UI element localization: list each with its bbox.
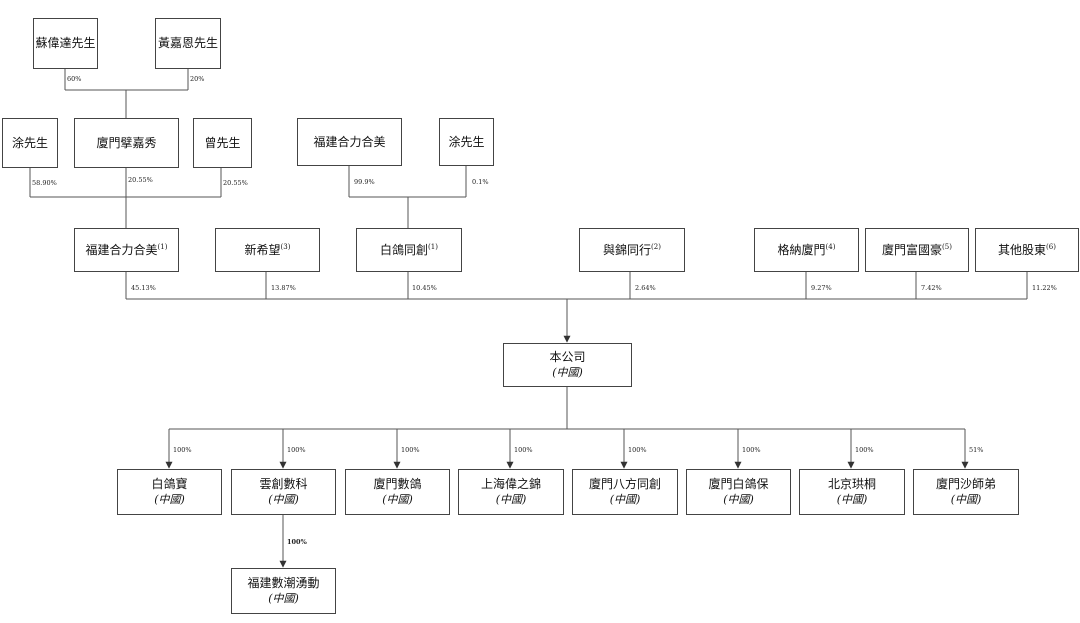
pct-fujian-to-baige: 99.9%: [354, 178, 375, 186]
subsidiary-beijing-gongtong-region: (中國): [836, 493, 868, 506]
person-zeng: 曾先生: [193, 118, 252, 168]
pct-hlhm-to-company: 45.13%: [131, 284, 156, 292]
entity-fujian-hlhm-top-label: 福建合力合美: [313, 134, 386, 149]
pct-company-to-s8: 51%: [969, 446, 984, 454]
subsidiary-baigebao: 白鴿寶 (中國): [117, 469, 222, 515]
company-name: 本公司: [549, 350, 586, 364]
subsidiary-beijing-gongtong-label: 北京珙桐: [827, 477, 876, 491]
subsidiary-yunchuang-label: 雲創數科: [259, 477, 308, 491]
subsidiary-xiamen-bafang-label: 廈門八方同創: [588, 477, 661, 491]
shareholder-other-label: 其他股東: [998, 242, 1047, 257]
subsidiary-xiamen-shuge-region: (中國): [382, 493, 413, 506]
shareholder-fujian-hlhm-label: 福建合力合美: [85, 242, 158, 257]
person-zeng-label: 曾先生: [204, 135, 241, 150]
shareholder-gena-xiamen-label: 格納廈門: [777, 242, 826, 257]
pct-company-to-s6: 100%: [742, 446, 761, 454]
shareholder-baige-tongchuang-label: 白鴿同創: [380, 242, 429, 257]
shareholder-yujin-tongxing: 與錦同行(2): [579, 228, 685, 272]
subsidiary-shanghai-weizhijin-label: 上海偉之錦: [480, 477, 541, 491]
subsidiary-yunchuang-region: (中國): [268, 493, 299, 506]
person-tu-2-label: 涂先生: [448, 134, 485, 149]
note-1b: (1): [428, 242, 438, 251]
note-2: (2): [651, 242, 661, 251]
subsidiary-xiamen-shashidi-region: (中國): [950, 493, 982, 506]
shareholder-xinxiwang: 新希望(3): [215, 228, 320, 272]
pct-fuguohao-to-company: 7.42%: [921, 284, 942, 292]
subsidiary-shanghai-weizhijin: 上海偉之錦 (中國): [458, 469, 564, 515]
subsidiary-baigebao-label: 白鴿寶: [151, 477, 188, 491]
shareholder-baige-tongchuang: 白鴿同創(1): [356, 228, 462, 272]
shareholder-fujian-hlhm: 福建合力合美(1): [74, 228, 179, 272]
shareholder-yujin-tongxing-label: 與錦同行: [603, 242, 652, 257]
shareholder-xiamen-fuguohao: 廈門富國豪(5): [865, 228, 969, 272]
pct-gena-to-company: 9.27%: [811, 284, 832, 292]
subsidiary-yunchuang: 雲創數科 (中國): [231, 469, 336, 515]
pct-company-to-s3: 100%: [401, 446, 420, 454]
note-6: (6): [1046, 242, 1056, 251]
subsidiary-fujian-shuchao-label: 福建數潮湧動: [247, 576, 320, 590]
subsidiary-xiamen-shuge: 廈門數鴿 (中國): [345, 469, 450, 515]
note-3: (3): [280, 242, 291, 251]
person-tu-1-label: 涂先生: [11, 135, 48, 150]
subsidiary-xiamen-shashidi-label: 廈門沙師弟: [935, 477, 996, 491]
subsidiary-fujian-shuchao-region: (中國): [268, 592, 299, 605]
pct-zeng-to-hlhm: 20.55%: [223, 179, 248, 187]
subsidiary-xiamen-shashidi: 廈門沙師弟 (中國): [913, 469, 1019, 515]
pct-tu-to-hlhm: 58.90%: [32, 179, 57, 187]
pct-company-to-s7: 100%: [855, 446, 874, 454]
company-region: (中國): [552, 366, 583, 379]
subsidiary-fujian-shuchao: 福建數潮湧動 (中國): [231, 568, 336, 614]
subsidiary-xiamen-bafang: 廈門八方同創 (中國): [572, 469, 678, 515]
note-1: (1): [157, 242, 168, 251]
pct-xinxiwang-to-company: 13.87%: [271, 284, 296, 292]
subsidiary-xiamen-baigebao-label: 廈門白鴿保: [708, 477, 769, 491]
subsidiary-beijing-gongtong: 北京珙桐 (中國): [799, 469, 905, 515]
shareholder-xiamen-fuguohao-label: 廈門富國豪: [882, 242, 943, 257]
pct-other-to-company: 11.22%: [1032, 284, 1057, 292]
pct-company-to-s1: 100%: [173, 446, 192, 454]
shareholder-gena-xiamen: 格納廈門(4): [754, 228, 859, 272]
pct-su-to-juejia: 60%: [67, 75, 82, 83]
entity-xiamen-juejia-label: 廈門擘嘉秀: [96, 135, 157, 150]
subsidiary-xiamen-baigebao-region: (中國): [723, 493, 754, 506]
pct-company-to-s4: 100%: [514, 446, 533, 454]
pct-tu2-to-baige: 0.1%: [472, 178, 489, 186]
note-4: (4): [825, 242, 836, 251]
person-tu-2: 涂先生: [439, 118, 494, 166]
person-su: 蘇偉達先生: [33, 18, 98, 69]
subsidiary-baigebao-region: (中國): [154, 493, 185, 506]
pct-yujin-to-company: 2.64%: [635, 284, 656, 292]
person-huang-label: 黃嘉恩先生: [157, 36, 218, 50]
person-tu-1: 涂先生: [2, 118, 58, 168]
subsidiary-xiamen-shuge-label: 廈門數鴿: [373, 477, 422, 491]
entity-fujian-hlhm-top: 福建合力合美: [297, 118, 402, 166]
shareholder-other: 其他股東(6): [975, 228, 1079, 272]
pct-company-to-s5: 100%: [628, 446, 647, 454]
subsidiary-xiamen-baigebao: 廈門白鴿保 (中國): [686, 469, 791, 515]
pct-huang-to-juejia: 20%: [190, 75, 205, 83]
entity-xiamen-juejia: 廈門擘嘉秀: [74, 118, 179, 168]
pct-baige-to-company: 10.45%: [412, 284, 437, 292]
pct-company-to-s2: 100%: [287, 446, 306, 454]
pct-juejia-to-hlhm: 20.55%: [128, 176, 153, 184]
pct-s2-to-s9: 100%: [287, 538, 307, 546]
company-box: 本公司 (中國): [503, 343, 632, 387]
subsidiary-shanghai-weizhijin-region: (中國): [495, 493, 527, 506]
shareholder-xinxiwang-label: 新希望: [244, 242, 281, 257]
note-5: (5): [942, 242, 952, 251]
person-su-label: 蘇偉達先生: [35, 36, 96, 50]
person-huang: 黃嘉恩先生: [155, 18, 221, 69]
subsidiary-xiamen-bafang-region: (中國): [609, 493, 641, 506]
